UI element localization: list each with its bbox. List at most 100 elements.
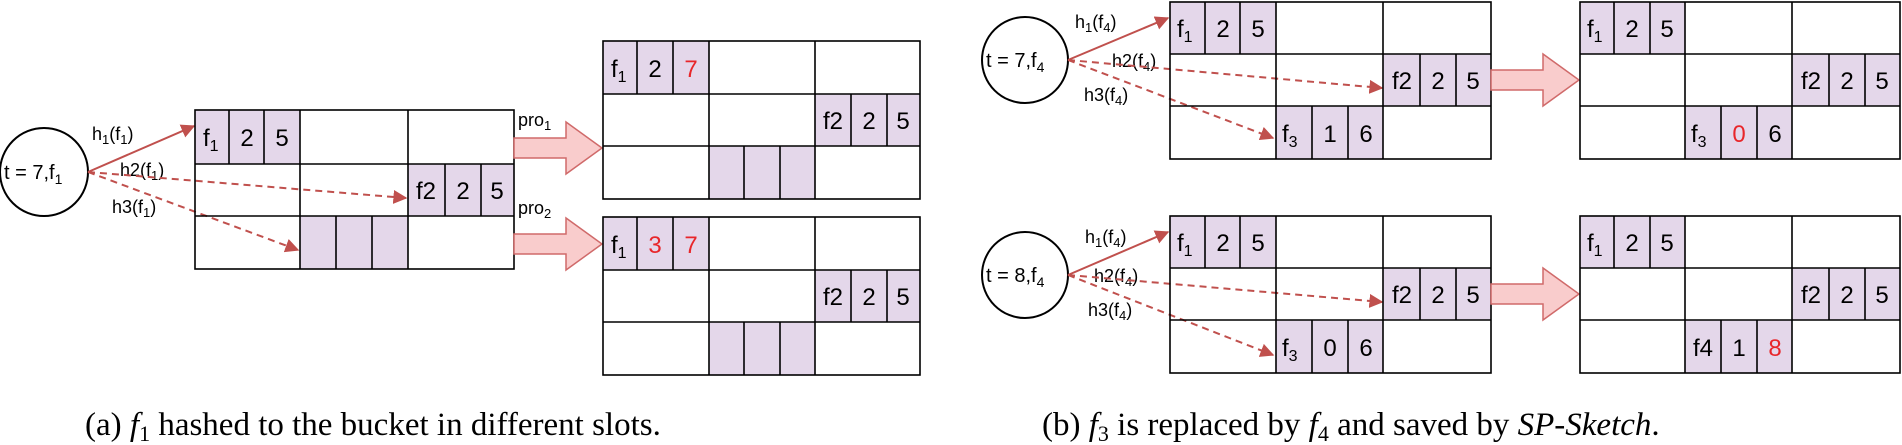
cell-value: 1 — [1732, 335, 1745, 362]
svg-text:t = 8,f4: t = 8,f4 — [986, 265, 1045, 290]
cell-value: 2 — [240, 125, 253, 152]
cell-flow-id: f2 — [1801, 68, 1821, 95]
hash-arrow-h2 — [87, 171, 408, 204]
svg-text:t = 7,f1: t = 7,f1 — [4, 162, 63, 187]
hash-label-h3: h3(f4) — [1088, 300, 1132, 323]
cell-value-updated: 7 — [684, 56, 697, 83]
panel-b: t = 7,f4 h1(f4) h2(f4) h3(f4) — [981, 1, 1901, 445]
cell-value: 2 — [862, 108, 875, 135]
cell-value: 5 — [1466, 68, 1479, 95]
hash-arrow-h2 — [1067, 274, 1384, 308]
bucket-grid-main: f1 2 5 f2 2 5 — [194, 109, 515, 270]
cell-value: 5 — [896, 108, 909, 135]
cell-flow-id: f2 — [1801, 282, 1821, 309]
cell-value: 5 — [896, 284, 909, 311]
cell-value-updated: 0 — [1732, 121, 1745, 148]
hash-label-h1: h1(f1) — [92, 124, 133, 147]
bucket-grid-pro2: f1 3 7 f2 2 5 — [602, 216, 921, 376]
cell-value: 2 — [456, 178, 469, 205]
state-node-a: t = 7,f1 — [0, 127, 89, 217]
hash-label-h2: h2(f1) — [120, 160, 164, 183]
cell-flow-id: f2 — [823, 284, 843, 311]
cell-flow-id: f1 — [1587, 16, 1603, 46]
state-label: t = 8,f — [986, 265, 1037, 287]
cell-value: 0 — [1323, 335, 1336, 362]
state-subscript: 4 — [1037, 59, 1045, 75]
bucket-grid-pro1: f1 2 7 f2 2 5 — [602, 40, 921, 200]
cell-value: 2 — [1625, 16, 1638, 43]
cell-flow-id: f1 — [611, 56, 627, 86]
cell-value: 5 — [1251, 16, 1264, 43]
hash-arrow-h1 — [87, 124, 196, 173]
cell-value: 2 — [1840, 68, 1853, 95]
caption-b: (b) f3 is replaced by f4 and saved by SP… — [1042, 407, 1660, 445]
hash-label-h3: h3(f4) — [1084, 85, 1128, 108]
cell-value: 6 — [1359, 121, 1372, 148]
cell-value: 5 — [490, 178, 503, 205]
hash-label-h1: h1(f4) — [1075, 12, 1116, 35]
cell-value: 6 — [1768, 121, 1781, 148]
bucket-grid-top-before: f1 2 5 f2 2 5 f3 1 6 — [1169, 1, 1492, 160]
cell-value-updated: 7 — [684, 232, 697, 259]
cell-value: 5 — [1875, 68, 1888, 95]
state-subscript: 4 — [1037, 274, 1045, 290]
cell-flow-id: f4 — [1693, 335, 1713, 362]
state-subscript: 1 — [55, 171, 63, 187]
cell-flow-id: f3 — [1282, 335, 1298, 365]
cell-flow-id: f1 — [1177, 230, 1193, 260]
cell-value: 2 — [648, 56, 661, 83]
cell-flow-id: f2 — [416, 178, 436, 205]
block-arrow-top — [1490, 52, 1581, 108]
cell-value: 2 — [862, 284, 875, 311]
cell-value: 5 — [1660, 230, 1673, 257]
state-label: t = 7,f — [4, 162, 55, 184]
cell-value-updated: 8 — [1768, 335, 1781, 362]
block-arrow-pro2 — [513, 216, 604, 272]
cell-flow-id: f3 — [1691, 121, 1707, 151]
cell-flow-id: f2 — [1392, 68, 1412, 95]
block-arrow-pro1 — [513, 120, 604, 176]
cell-flow-id: f1 — [1587, 230, 1603, 260]
cell-value: 2 — [1431, 282, 1444, 309]
block-arrow-bottom — [1490, 266, 1581, 322]
cell-value: 2 — [1216, 16, 1229, 43]
cell-flow-id: f1 — [203, 125, 219, 155]
cell-value: 2 — [1840, 282, 1853, 309]
hash-label-h1: h1(f4) — [1085, 227, 1126, 250]
pro1-label: pro1 — [518, 110, 551, 133]
panel-a: t = 7,f1 h1(f1) h2(f1) h3(f1) — [0, 40, 921, 445]
hash-arrow-h1 — [1067, 16, 1170, 61]
cell-value: 5 — [1251, 230, 1264, 257]
cell-flow-id: f1 — [611, 232, 627, 262]
hash-label-h2: h2(f4) — [1112, 51, 1156, 74]
cell-value: 6 — [1359, 335, 1372, 362]
cell-flow-id: f2 — [1392, 282, 1412, 309]
bucket-grid-bottom-after: f1 2 5 f2 2 5 f4 1 8 — [1579, 215, 1901, 374]
hash-label-h2: h2(f4) — [1094, 266, 1138, 289]
state-node-b-top: t = 7,f4 — [981, 16, 1069, 104]
bucket-grid-top-after: f1 2 5 f2 2 5 f3 0 6 — [1579, 1, 1901, 160]
state-node-b-bottom: t = 8,f4 — [981, 231, 1069, 319]
cell-value: 2 — [1625, 230, 1638, 257]
hash-arrow-h1 — [1067, 230, 1170, 276]
cell-value: 2 — [1216, 230, 1229, 257]
cell-value-updated: 3 — [648, 232, 661, 259]
caption-a: (a) f1 hashed to the bucket in different… — [85, 407, 661, 445]
cell-value: 2 — [1431, 68, 1444, 95]
cell-value: 5 — [1466, 282, 1479, 309]
hash-arrow-h3 — [87, 171, 300, 253]
cell-flow-id: f3 — [1282, 121, 1298, 151]
svg-text:t = 7,f4: t = 7,f4 — [986, 50, 1045, 75]
cell-flow-id: f1 — [1177, 16, 1193, 46]
pro2-label: pro2 — [518, 198, 551, 221]
hash-arrow-h2 — [1067, 59, 1384, 94]
cell-value: 5 — [1660, 16, 1673, 43]
cell-value: 5 — [275, 125, 288, 152]
cell-value: 5 — [1875, 282, 1888, 309]
state-label: t = 7,f — [986, 50, 1037, 72]
cell-value: 1 — [1323, 121, 1336, 148]
hash-label-h3: h3(f1) — [112, 197, 156, 220]
cell-flow-id: f2 — [823, 108, 843, 135]
bucket-grid-bottom-before: f1 2 5 f2 2 5 f3 0 6 — [1169, 215, 1492, 374]
